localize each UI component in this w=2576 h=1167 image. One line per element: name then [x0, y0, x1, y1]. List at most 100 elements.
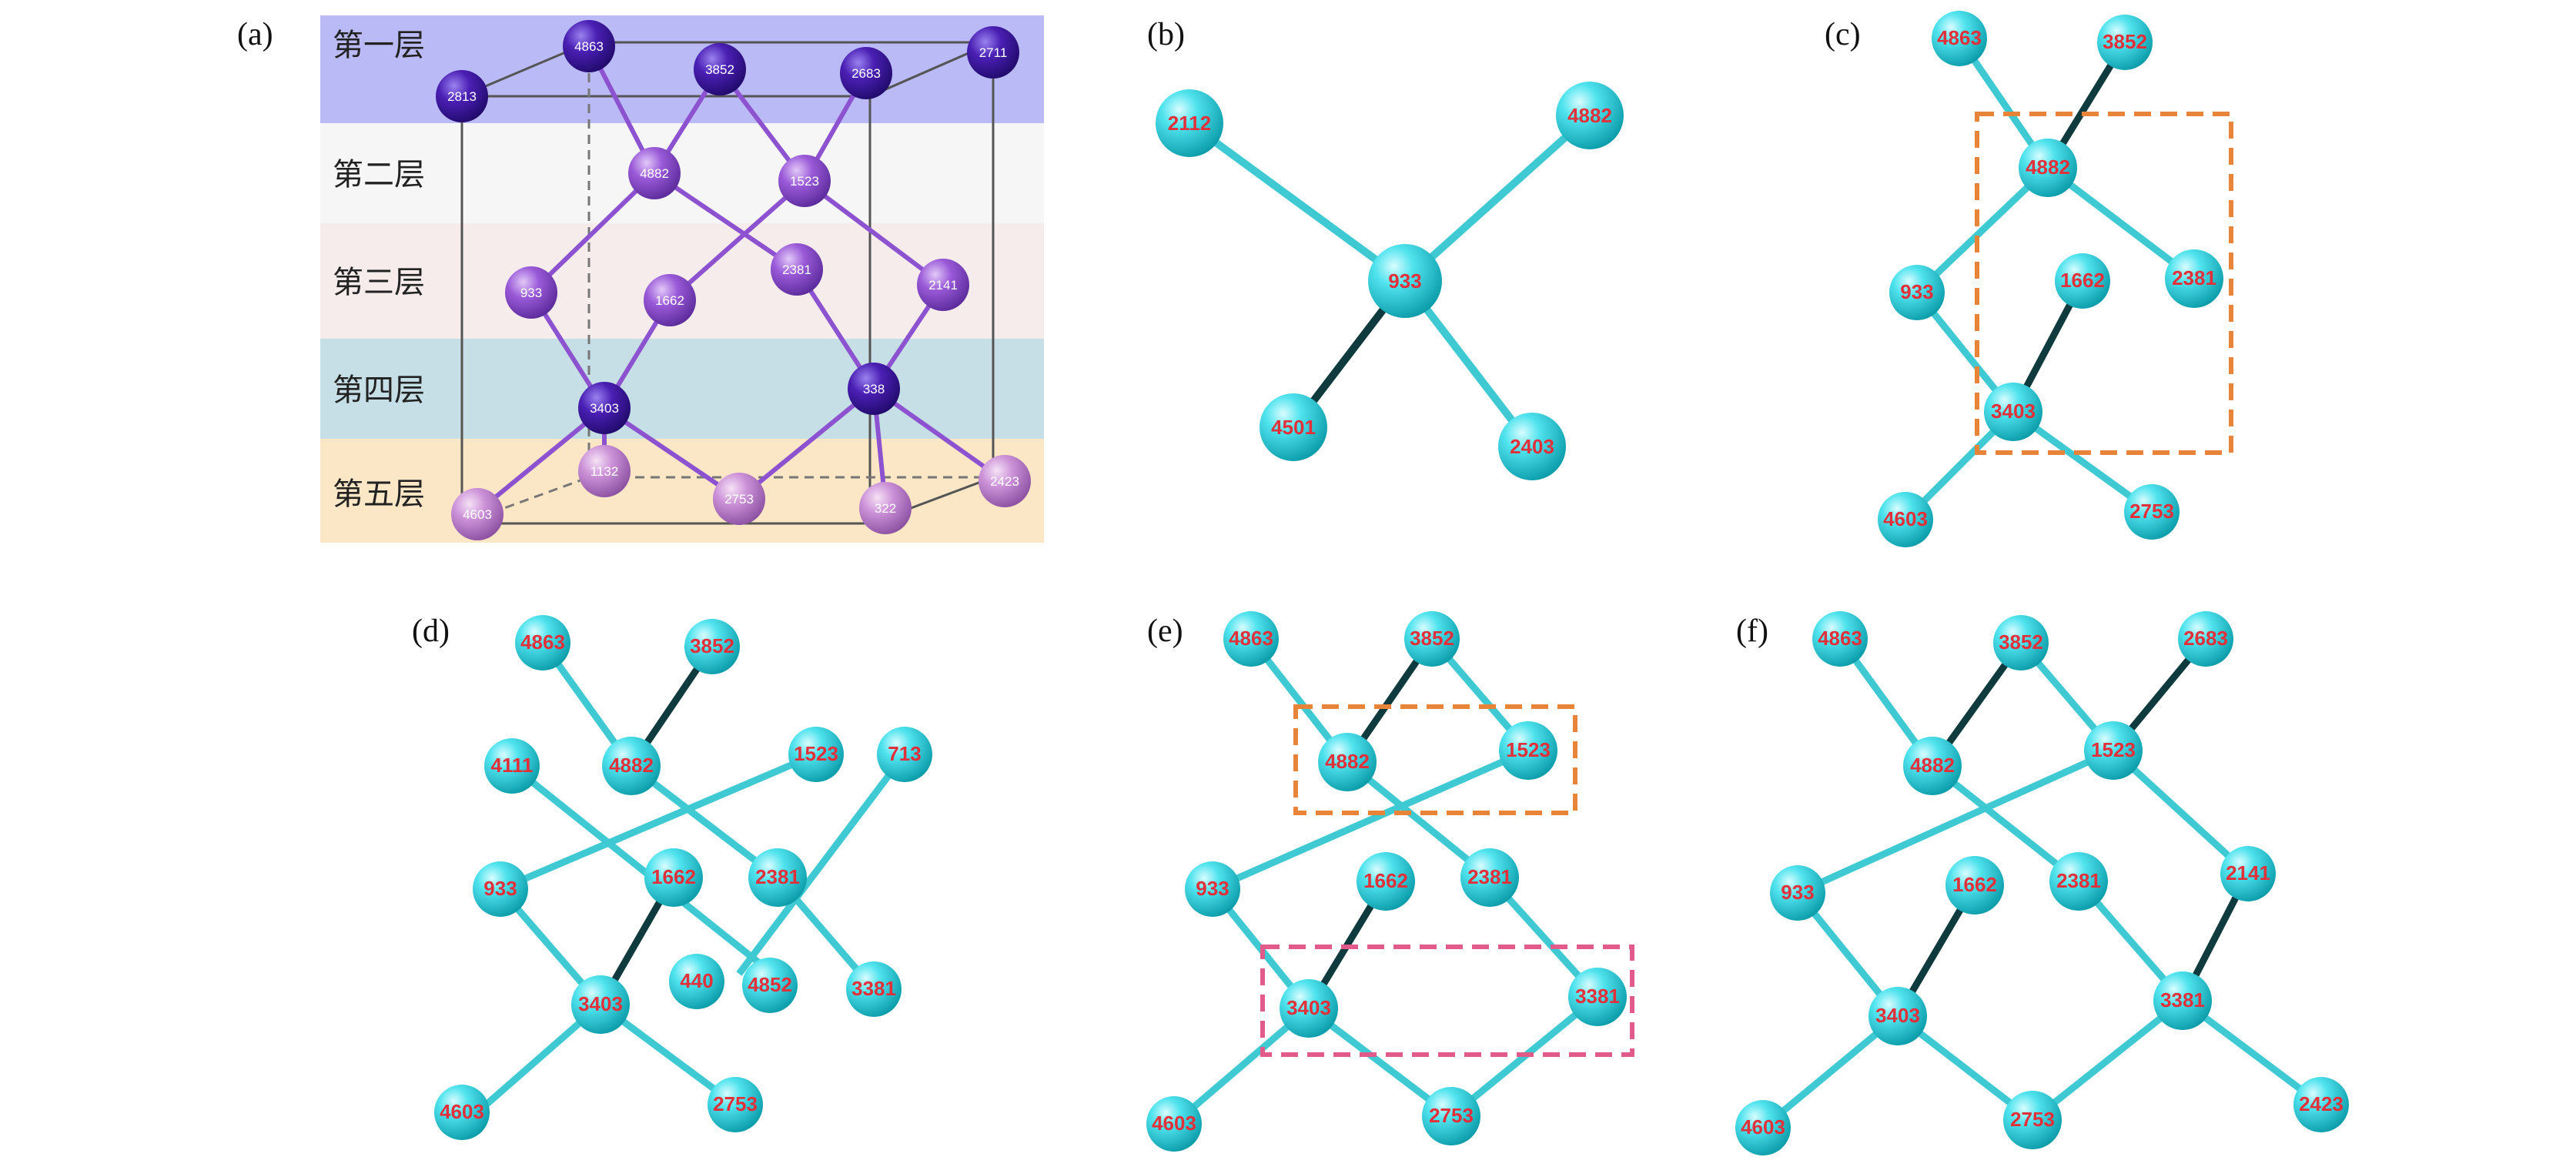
- atom-label: 933: [1781, 881, 1814, 904]
- atom-d-1523: [788, 727, 844, 782]
- layer-band-2: [320, 123, 1044, 223]
- atom-label: 1523: [1506, 738, 1551, 761]
- bonds-f: [1761, 637, 2323, 1131]
- atom-a-4882: [628, 147, 681, 199]
- atom-e-2753: [1422, 1087, 1480, 1145]
- atom-f-2381: [2049, 852, 2108, 911]
- atom-label: 2141: [2226, 861, 2270, 884]
- atom-label: 933: [1388, 269, 1421, 293]
- bonds-c-dark: [2010, 40, 2128, 414]
- atom-f-933: [1770, 865, 1825, 921]
- atom-label: 2381: [2172, 266, 2216, 289]
- atom-a-4863: [563, 20, 615, 72]
- panel-label-a: (a): [237, 17, 273, 52]
- atom-label: 2423: [990, 474, 1019, 489]
- atom-e-4882: [1318, 733, 1377, 791]
- atom-label: 3852: [2103, 30, 2147, 53]
- atom-label: 3852: [705, 62, 734, 77]
- atom-a-3403: [578, 382, 631, 434]
- atom-label: 2683: [2183, 627, 2228, 650]
- atom-e-4863: [1223, 611, 1279, 667]
- atom-f-1662: [1945, 856, 2004, 915]
- atom-f-2683: [2178, 611, 2233, 667]
- atom-f-3403: [1868, 987, 1927, 1045]
- atom-label: 3403: [1991, 400, 2036, 423]
- atom-label: 2381: [2056, 869, 2101, 892]
- atom-a-2711: [967, 26, 1019, 79]
- atom-label: 4863: [1818, 627, 1862, 650]
- panel-label-e: (e): [1147, 614, 1183, 649]
- atom-label: 4882: [1325, 750, 1370, 773]
- atom-label: 3381: [1575, 985, 1620, 1008]
- layer-label-3: 第三层: [333, 265, 425, 300]
- atom-c-1662: [2055, 253, 2110, 309]
- panel-label-d: (d): [412, 614, 450, 649]
- atom-b-2112: [1156, 89, 1223, 157]
- atom-label: 933: [1196, 877, 1229, 900]
- atom-label: 3381: [851, 977, 896, 1000]
- atom-label: 4603: [1883, 507, 1928, 530]
- atom-c-2753: [2124, 484, 2180, 540]
- atom-label: 3381: [2160, 988, 2205, 1012]
- atom-label: 338: [863, 382, 885, 396]
- atom-label: 2711: [979, 45, 1008, 60]
- atom-f-4882: [1903, 737, 1962, 795]
- atom-label: 3403: [578, 992, 623, 1015]
- atom-f-1523: [2084, 721, 2143, 780]
- atom-a-1662: [644, 274, 696, 326]
- atom-label: 4501: [1271, 416, 1316, 439]
- layer-band-4: [320, 339, 1044, 439]
- atom-label: 3852: [1410, 627, 1454, 650]
- layer-label-5: 第五层: [333, 476, 425, 512]
- panel-e: (e) 4863 3852 4882 1523 933 1662: [1146, 611, 1634, 1152]
- atom-a-4603: [451, 488, 503, 540]
- panel-c: (c) 4863 3852 4882 2381 933 1662 3403 46…: [1825, 11, 2233, 547]
- atom-a-1132: [578, 445, 631, 497]
- atom-label: 2683: [851, 66, 881, 81]
- atom-label: 1523: [790, 174, 819, 189]
- atom-label: 4863: [1937, 26, 1982, 49]
- atom-label: 3403: [1286, 996, 1331, 1019]
- atom-label: 4882: [1910, 754, 1955, 777]
- atom-d-4111: [484, 738, 540, 794]
- bonds-c: [1902, 36, 2196, 523]
- atom-f-2753: [2003, 1091, 2062, 1149]
- atom-e-3381: [1568, 968, 1627, 1026]
- atom-label: 4603: [1741, 1115, 1785, 1139]
- atom-label: 2813: [447, 89, 477, 104]
- atom-c-4603: [1878, 492, 1933, 547]
- atom-label: 1132: [590, 464, 619, 479]
- atom-label: 2381: [782, 262, 811, 277]
- atom-label: 933: [1900, 280, 1933, 303]
- panel-label-c: (c): [1825, 17, 1861, 52]
- atom-d-1662: [644, 848, 703, 907]
- atom-d-4882: [602, 737, 661, 795]
- dashed-box-pink-e: [1260, 945, 1634, 1057]
- atom-label: 4603: [440, 1100, 484, 1123]
- atom-label: 4603: [1152, 1112, 1196, 1135]
- atom-f-3852: [1993, 615, 2049, 670]
- atom-d-3852: [684, 619, 740, 674]
- atom-label: 1523: [2091, 738, 2136, 761]
- panel-a: (a) 第一层 第二层 第三层 第四层 第五层: [237, 15, 1044, 543]
- bonds-e-dark: [1306, 637, 1435, 1011]
- atom-c-4882: [2019, 139, 2077, 197]
- atom-label: 322: [875, 501, 896, 516]
- atom-d-933: [473, 861, 528, 917]
- atom-label: 4882: [1567, 104, 1612, 127]
- atom-a-3852: [694, 43, 746, 95]
- atom-d-3403: [571, 975, 630, 1034]
- atom-label: 1662: [1952, 873, 1997, 896]
- atom-label: 2381: [755, 865, 800, 888]
- atom-d-440: [669, 954, 724, 1009]
- atom-label: 2381: [1467, 865, 1512, 888]
- dashed-box-orange-c: [1975, 112, 2233, 455]
- atom-d-4863: [515, 615, 570, 670]
- atom-c-933: [1889, 265, 1945, 320]
- atom-label: 3403: [1875, 1004, 1920, 1027]
- atom-d-713: [877, 727, 932, 782]
- atom-a-2423: [979, 455, 1031, 507]
- atom-label: 3403: [590, 401, 619, 416]
- atom-label: 1662: [2060, 269, 2105, 292]
- atom-label: 1523: [794, 742, 838, 765]
